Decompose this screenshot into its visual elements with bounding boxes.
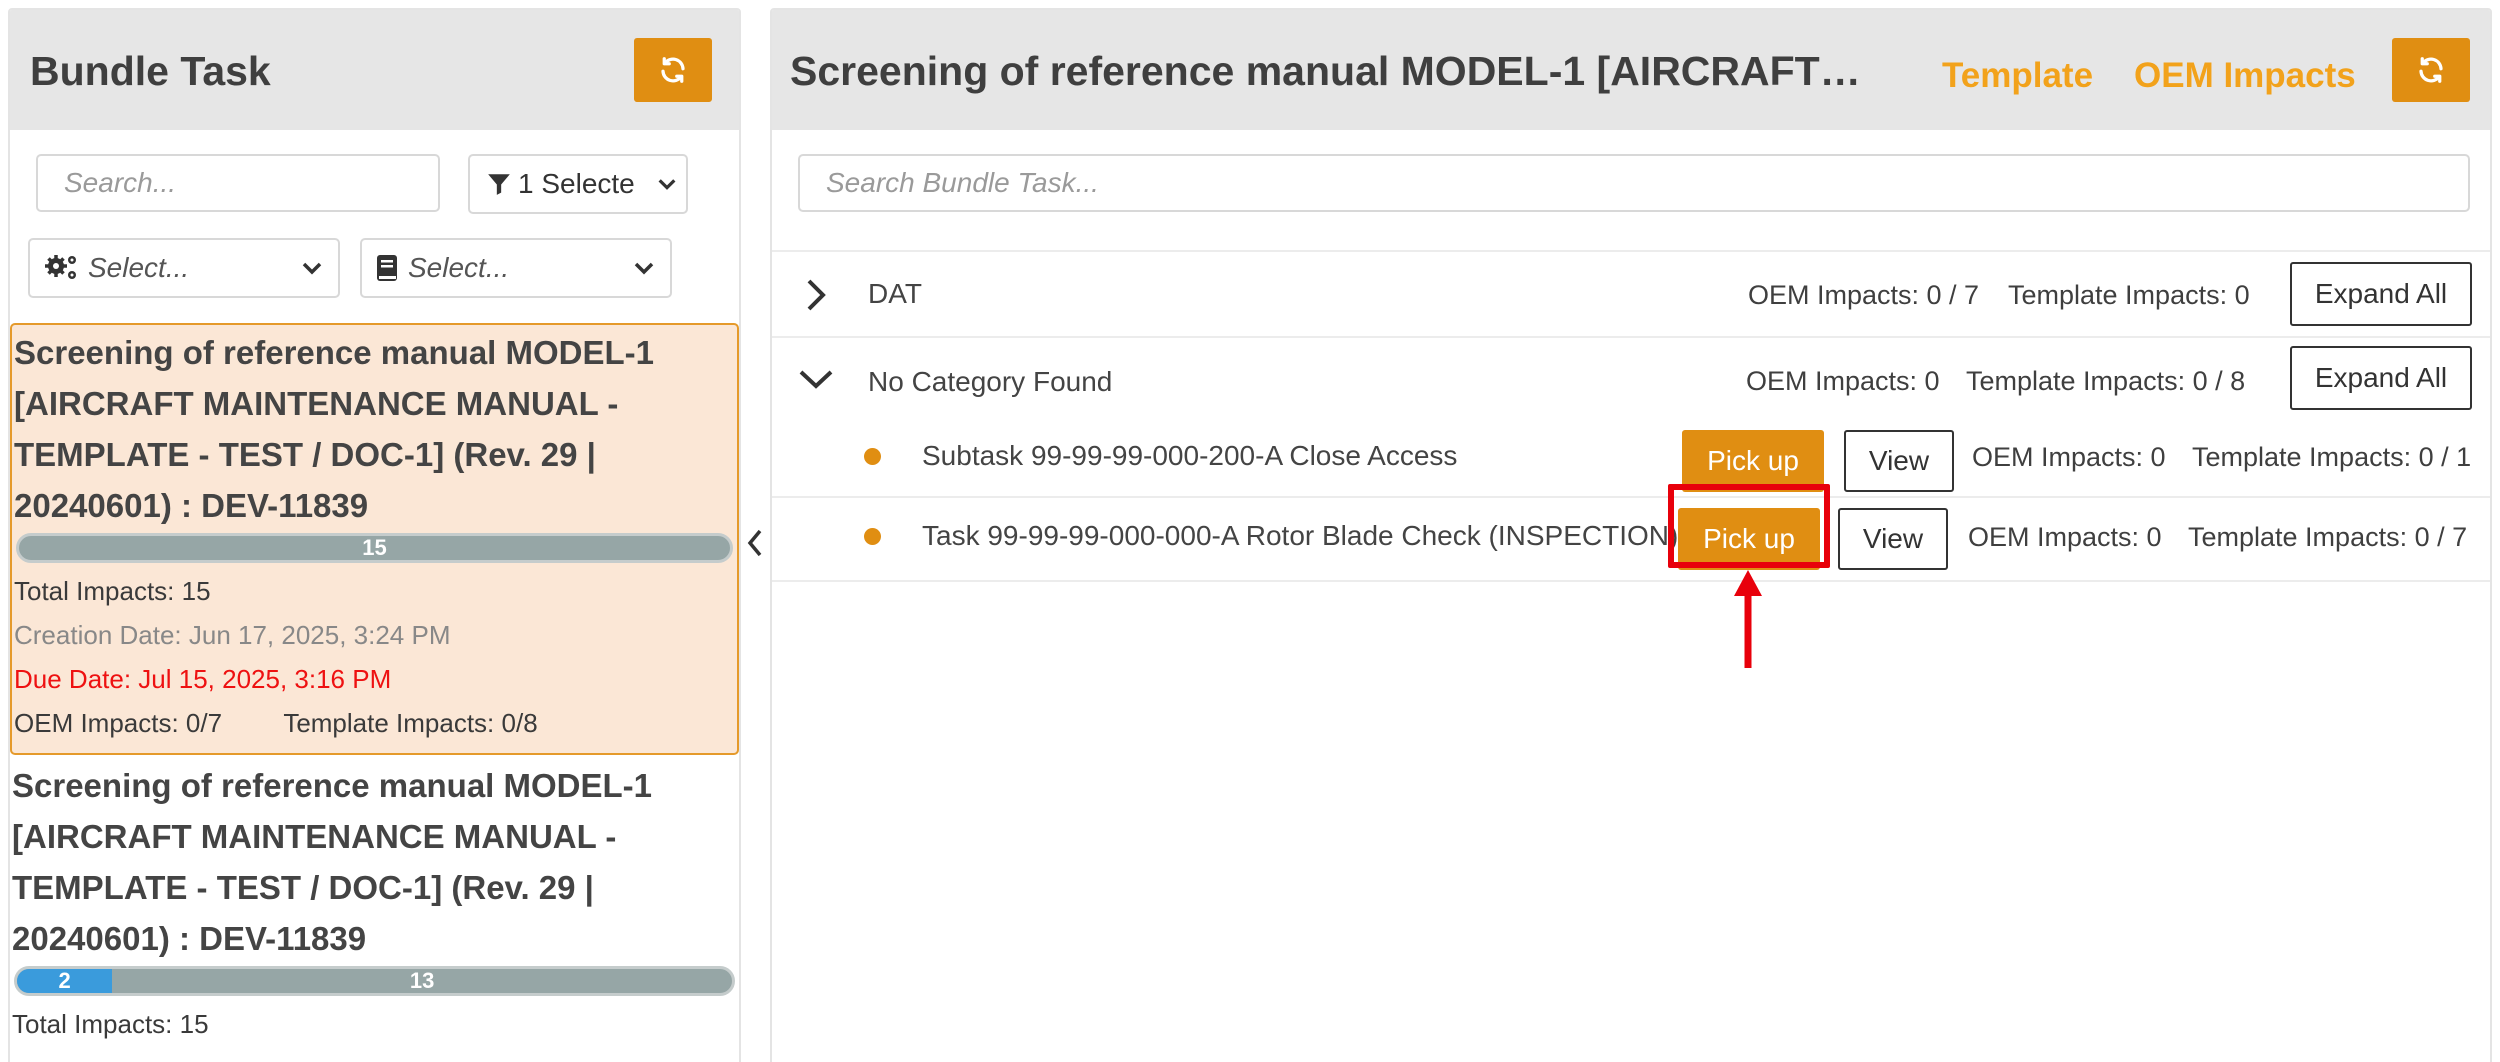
gears-icon <box>45 255 76 279</box>
select-manual-dropdown[interactable]: Select... <box>360 238 672 298</box>
progress-bar: 15 <box>16 533 733 563</box>
progress-done: 2 <box>17 969 113 993</box>
total-impacts: Total Impacts: 15 <box>12 1009 209 1039</box>
oem-impacts: OEM Impacts: 0 <box>1746 366 1940 396</box>
panel-title: Bundle Task <box>30 48 271 94</box>
due-date: Due Date: Jul 15, 2025, 3:16 PM <box>14 664 392 694</box>
card-title: Screening of reference manual MODEL-1 [A… <box>14 334 655 524</box>
chevron-right-icon[interactable] <box>804 278 828 312</box>
collapse-panel-icon[interactable] <box>746 528 764 558</box>
row-divider <box>772 580 2490 582</box>
template-impacts: Template Impacts: 0 / 7 <box>2188 522 2468 552</box>
chevron-down-icon[interactable] <box>798 368 834 390</box>
category-row-no-category: No Category Found OEM Impacts: 0 Templat… <box>772 336 2490 420</box>
template-impacts: Template Impacts: 0 / 8 <box>1966 366 2246 396</box>
arrow-up-icon <box>1734 570 1762 668</box>
select-settings-dropdown[interactable]: Select... <box>28 238 340 298</box>
expand-all-button[interactable]: Expand All <box>2290 262 2472 326</box>
card-title: Screening of reference manual MODEL-1 [A… <box>12 767 653 957</box>
bundle-search-input[interactable]: Search Bundle Task... <box>798 154 2470 212</box>
status-dot <box>864 448 881 465</box>
pick-up-button[interactable]: Pick up <box>1682 430 1824 492</box>
bundle-search-placeholder: Search Bundle Task... <box>826 167 1099 198</box>
refresh-button[interactable] <box>634 38 712 102</box>
bundle-title: Screening of reference manual MODEL-1 [A… <box>790 48 1870 94</box>
bundle-detail-header: Screening of reference manual MODEL-1 [A… <box>772 10 2490 130</box>
category-name: No Category Found <box>868 366 1113 397</box>
template-impacts: Template Impacts: 0 / 1 <box>2192 442 2472 472</box>
task-name: Subtask 99-99-99-000-200-A Close Access <box>922 440 1458 471</box>
filter-icon <box>488 174 510 195</box>
creation-date: Creation Date: Jun 17, 2025, 3:24 PM <box>14 620 451 650</box>
search-placeholder: Search... <box>64 167 177 198</box>
template-impacts: Template Impacts: 0/8 <box>283 708 538 738</box>
search-input[interactable]: Search... <box>36 154 440 212</box>
chevron-down-icon <box>302 262 322 275</box>
chevron-down-icon <box>634 262 654 275</box>
refresh-button[interactable] <box>2392 38 2470 102</box>
bundle-task-header: Bundle Task <box>10 10 739 130</box>
expand-all-button[interactable]: Expand All <box>2290 346 2472 410</box>
filter-label: 1 Selecte <box>518 168 635 199</box>
progress-remaining: 13 <box>409 968 435 993</box>
task-row: Task 99-99-99-000-000-A Rotor Blade Chec… <box>772 496 2490 580</box>
book-icon <box>377 255 397 281</box>
category-row-dat: DAT OEM Impacts: 0 / 7 Template Impacts:… <box>772 250 2490 336</box>
view-button[interactable]: View <box>1844 430 1954 492</box>
bundle-detail-panel: Screening of reference manual MODEL-1 [A… <box>770 8 2492 1062</box>
refresh-icon <box>2419 57 2443 83</box>
oem-impacts: OEM Impacts: 0 <box>1972 442 2166 472</box>
progress-remaining: 15 <box>362 535 387 560</box>
bundle-task-card[interactable]: Screening of reference manual MODEL-1 [A… <box>10 760 739 1062</box>
impacts-line: OEM Impacts: 0/7 Template Impacts: 0/8 <box>12 701 737 745</box>
view-button[interactable]: View <box>1838 508 1948 570</box>
status-dot <box>864 528 881 545</box>
template-link[interactable]: Template <box>1942 56 2094 95</box>
refresh-icon <box>661 57 685 83</box>
highlight-box <box>1668 484 1830 568</box>
task-name: Task 99-99-99-000-000-A Rotor Blade Chec… <box>922 520 1679 551</box>
oem-impacts: OEM Impacts: 0 <box>1968 522 2162 552</box>
template-impacts: Template Impacts: 0 <box>2008 280 2250 310</box>
category-name: DAT <box>868 278 922 309</box>
progress-bar: 2 13 <box>14 966 735 996</box>
chevron-down-icon <box>658 179 676 190</box>
filter-dropdown[interactable]: 1 Selecte <box>468 154 688 214</box>
bundle-task-card[interactable]: Screening of reference manual MODEL-1 [A… <box>10 323 739 755</box>
oem-impacts-link[interactable]: OEM Impacts <box>2134 56 2356 95</box>
oem-impacts: OEM Impacts: 0/7 <box>14 708 223 738</box>
total-impacts: Total Impacts: 15 <box>14 576 211 606</box>
bundle-task-panel: Bundle Task Search... 1 Selecte Select..… <box>8 8 741 1062</box>
pick-up-button[interactable]: Pick up <box>1678 508 1820 570</box>
select-manual-label: Select... <box>408 252 510 283</box>
select-settings-label: Select... <box>88 252 190 283</box>
oem-impacts: OEM Impacts: 0 / 7 <box>1748 280 1980 310</box>
task-row: Subtask 99-99-99-000-200-A Close Access … <box>772 420 2490 496</box>
